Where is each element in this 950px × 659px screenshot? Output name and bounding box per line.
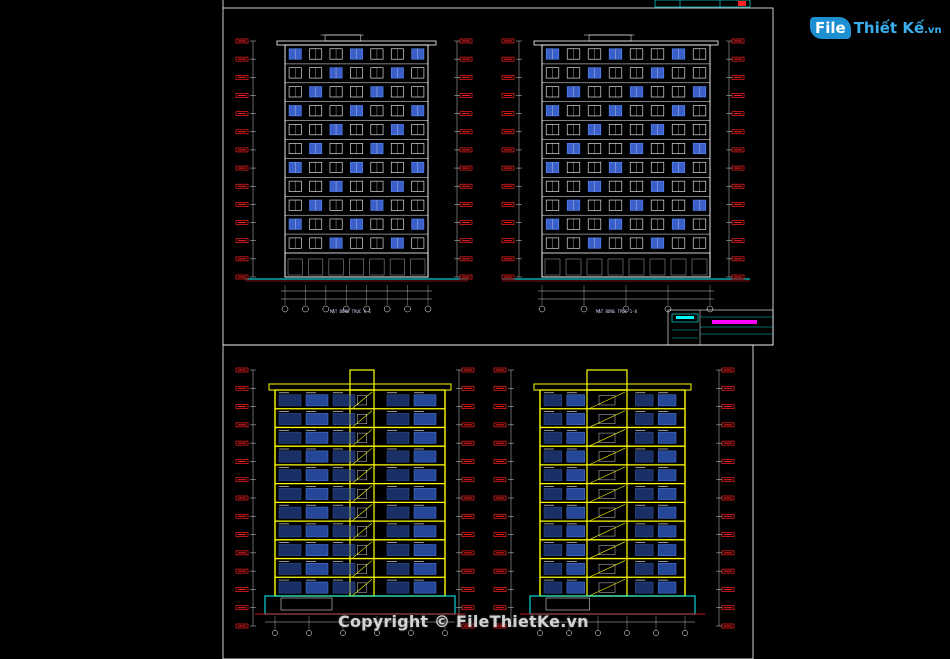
caption-elevation-left: MẶT ĐỨNG TRỤC A-E <box>330 309 371 314</box>
section-view-3 <box>520 369 705 636</box>
elevation-view-1 <box>501 34 750 313</box>
logo-brand: File <box>810 17 851 39</box>
top-title-strip <box>654 0 751 8</box>
site-logo[interactable]: File Thiết Kế.vn <box>810 14 942 42</box>
elevation-view-0 <box>235 34 473 313</box>
sheet-bottom-frame <box>222 344 754 659</box>
section-view-2 <box>255 369 465 636</box>
section-dimensions <box>235 367 735 629</box>
logo-suffix: .vn <box>924 25 942 36</box>
title-block <box>667 309 774 346</box>
caption-elevation-right: MẶT ĐỨNG TRỤC 1-8 <box>596 309 637 314</box>
copyright-watermark: Copyright © FileThietKe.vn <box>338 612 589 631</box>
logo-name: Thiết Kế.vn <box>853 19 942 37</box>
